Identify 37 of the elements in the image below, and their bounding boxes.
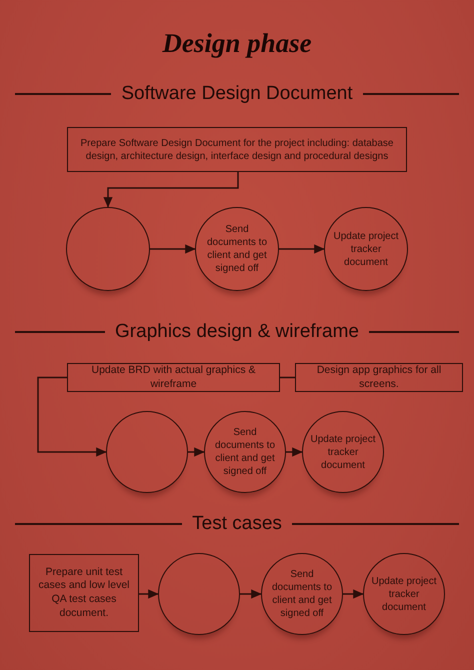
arrow <box>150 244 196 254</box>
process-circle <box>261 553 343 635</box>
node-text: Prepare unit test cases and low level QA test cases document. <box>38 566 130 620</box>
arrow <box>343 589 364 599</box>
node-text: Send documents to client and get signed off <box>270 568 334 620</box>
process-circle <box>363 553 445 635</box>
node-text: Update project tracker document <box>309 432 377 472</box>
node-text: Design app graphics for all screens. <box>316 364 442 392</box>
node-text: Send documents to client and get signed off <box>206 223 268 275</box>
process-circle <box>302 411 384 493</box>
process-circle <box>324 207 408 291</box>
process-box <box>29 554 139 632</box>
node-text: Update project tracker document <box>370 574 438 614</box>
process-box <box>67 127 407 172</box>
node-text: Update project tracker document <box>332 230 400 268</box>
section-heading: Graphics design & wireframe <box>115 321 359 343</box>
arrow <box>286 447 303 457</box>
empty-circle <box>66 207 150 291</box>
section-heading: Test cases <box>192 513 282 535</box>
arrow <box>103 172 239 208</box>
page-title: Design phase <box>161 28 313 59</box>
connector-line <box>280 376 295 378</box>
empty-circle <box>106 411 188 493</box>
arrow <box>188 447 205 457</box>
node-text: Prepare Software Design Document for the project including: database design, architecture design, interface design and procedural designs <box>80 136 394 162</box>
empty-circle <box>158 553 240 635</box>
process-box <box>295 363 463 392</box>
process-circle <box>204 411 286 493</box>
node-text: Update BRD with actual graphics & wireframe <box>90 364 256 392</box>
section-heading: Software Design Document <box>121 83 353 105</box>
node-text: Send documents to client and get signed off <box>214 426 276 478</box>
arrow <box>279 244 325 254</box>
process-circle <box>195 207 279 291</box>
process-box <box>67 363 280 392</box>
arrow <box>37 376 107 457</box>
arrow <box>240 589 262 599</box>
arrow <box>139 589 159 599</box>
